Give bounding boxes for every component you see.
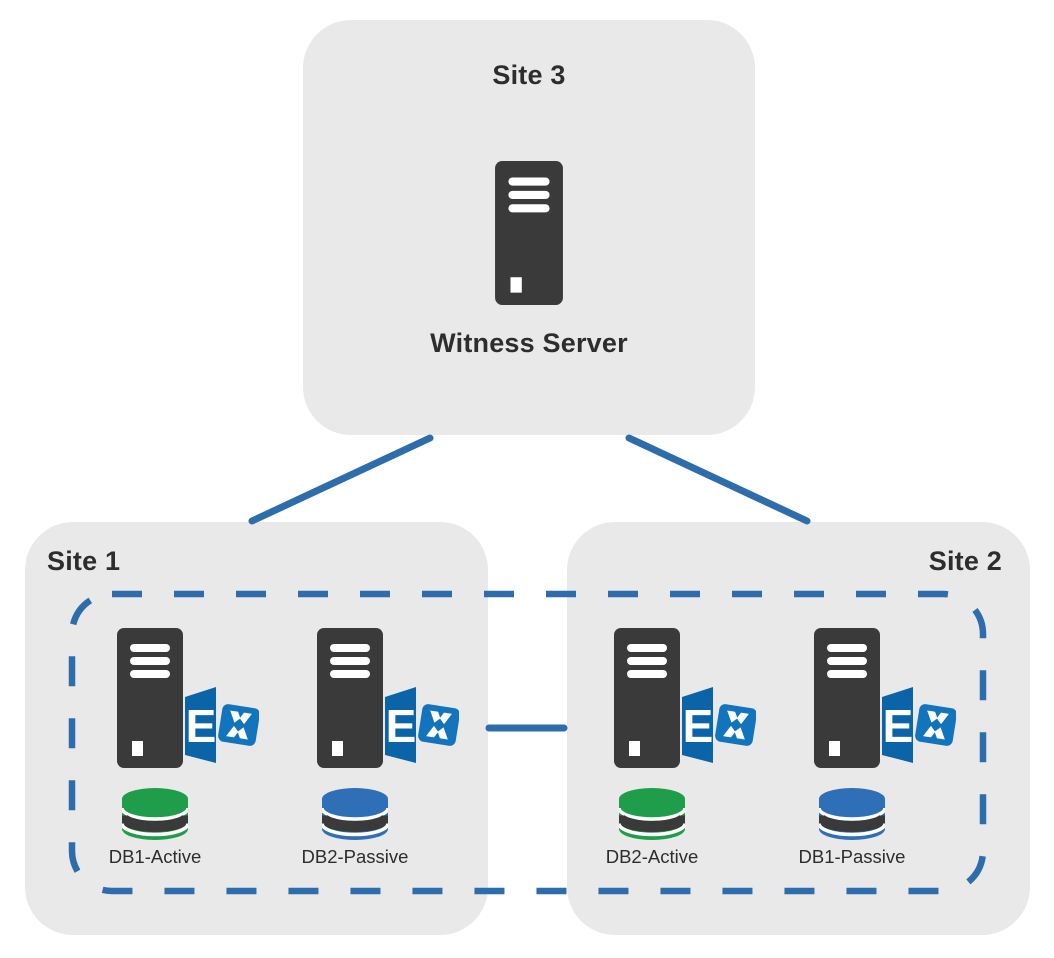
database-icon-active	[122, 788, 188, 840]
db-label: DB1-Active	[108, 846, 202, 867]
database-icon-passive	[819, 788, 885, 840]
db-label: DB2-Active	[605, 846, 699, 867]
exchange-logo-icon	[682, 687, 756, 763]
database-icon-passive	[322, 788, 388, 840]
site3-label: Site 3	[492, 60, 566, 90]
site1-label: Site 1	[47, 546, 121, 576]
db-label: DB1-Passive	[798, 846, 906, 867]
exchange-logo-icon	[882, 687, 956, 763]
witness-server-tower-icon	[495, 161, 563, 305]
database-icon-active	[619, 788, 685, 840]
site2-label: Site 2	[928, 546, 1002, 576]
witness-link-site1	[248, 434, 434, 525]
exchange-logo-icon	[385, 687, 459, 763]
witness-server-label: Witness Server	[430, 328, 628, 358]
exchange-logo-icon	[185, 687, 259, 763]
server-tower-icon	[117, 628, 183, 768]
witness-link-site2	[625, 434, 811, 525]
db-label: DB2-Passive	[301, 846, 409, 867]
server-tower-icon	[814, 628, 880, 768]
server-tower-icon	[614, 628, 680, 768]
server-tower-icon	[317, 628, 383, 768]
